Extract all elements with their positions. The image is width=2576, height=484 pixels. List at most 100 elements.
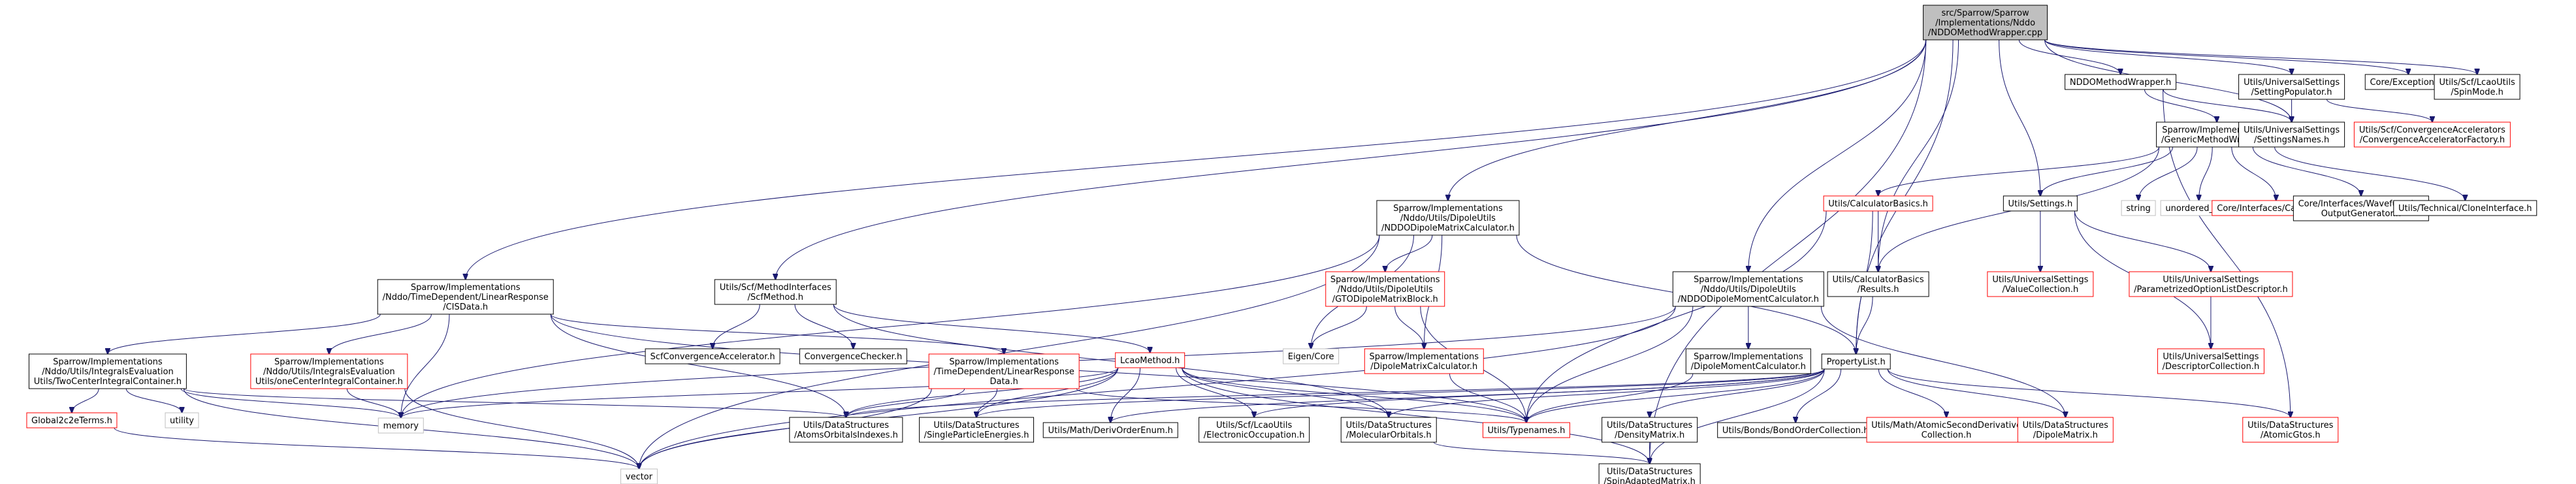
- include-edge-propertylist-to-spinadapt: [1650, 368, 1825, 464]
- node-box: [2238, 74, 2345, 100]
- include-edge-scfmi-to-convchk: [794, 304, 853, 349]
- include-edge-generic-to-calcbasics: [1878, 146, 2160, 196]
- node-box: [1376, 200, 1520, 236]
- include-edge-cis-to-td: [550, 314, 1004, 354]
- include-edge-propertylist-to-elocc: [1254, 368, 1825, 417]
- graph-node-typenames[interactable]: Utils/Typenames.h: [1482, 422, 1570, 438]
- include-edge-propertylist-to-molorb: [1389, 368, 1825, 417]
- graph-node-dipmom[interactable]: Sparrow/Implementations/Nddo/Utils/Dipol…: [1672, 271, 1824, 307]
- include-edge-onecenter-to-vector: [404, 388, 639, 469]
- graph-node-propertylist[interactable]: PropertyList.h: [1821, 353, 1891, 370]
- graph-node-eigen: Eigen/Core: [1283, 348, 1340, 364]
- graph-node-spinmode[interactable]: Utils/Scf/LcaoUtils/SpinMode.h: [2434, 74, 2520, 100]
- graph-node-convchk[interactable]: ConvergenceChecker.h: [799, 348, 907, 364]
- graph-node-root[interactable]: src/Sparrow/Sparrow/Implementations/Nddo…: [1923, 5, 2048, 40]
- graph-node-settpop[interactable]: Utils/UniversalSettings/SettingPopulator…: [2238, 74, 2345, 100]
- node-box: [1042, 422, 1178, 438]
- include-edge-generic-to-clone: [2274, 146, 2466, 201]
- graph-node-densmat[interactable]: Utils/DataStructures/DensityMatrix.h: [1602, 417, 1698, 443]
- graph-node-lcao[interactable]: LcaoMethod.h: [1115, 352, 1185, 368]
- node-label-line: Utils/Scf/ConvergenceAccelerators: [2359, 125, 2505, 135]
- graph-node-convacc[interactable]: Utils/Scf/ConvergenceAccelerators/Conver…: [2353, 121, 2511, 148]
- node-label-line: /ScfMethod.h: [748, 293, 803, 302]
- graph-node-scfmi[interactable]: Utils/Scf/MethodInterfaces/ScfMethod.h: [714, 279, 837, 305]
- node-box: [919, 417, 1035, 443]
- node-label-line: /SingleParticleEnergies.h: [924, 430, 1029, 440]
- graph-node-nddowrap[interactable]: NDDOMethodWrapper.h: [2065, 74, 2177, 90]
- node-box: [2157, 348, 2264, 374]
- node-label-line: Sparrow/Implementations: [949, 357, 1059, 367]
- node-label-line: Utils/DataStructures: [2247, 421, 2334, 430]
- graph-node-molorb[interactable]: Utils/DataStructures/MolecularOrbitals.h: [1340, 417, 1437, 443]
- include-edge-settings-to-paramopt: [2074, 210, 2211, 272]
- node-label-line: /SettingPopulator.h: [2251, 88, 2332, 97]
- graph-node-paramopt[interactable]: Utils/UniversalSettings/ParametrizedOpti…: [2129, 271, 2293, 297]
- node-label-line: Utils/Scf/MethodInterfaces: [720, 283, 831, 293]
- include-edge-spdipmomcalc-to-typenames: [1526, 373, 1694, 423]
- include-edge-lcao-to-spinadapt: [1182, 367, 1650, 464]
- include-edge-propertylist-to-atomsec: [1878, 368, 1946, 417]
- node-label-line: Utils/DataStructures: [2023, 421, 2109, 430]
- graph-node-dipmat[interactable]: Sparrow/Implementations/Nddo/Utils/Dipol…: [1376, 200, 1520, 236]
- graph-node-aoidx[interactable]: Utils/DataStructures/AtomsOrbitalsIndexe…: [789, 417, 903, 443]
- node-label-line: Utils/Technical/CloneInterface.h: [2398, 204, 2532, 214]
- include-edge-root-to-cis: [466, 39, 1927, 280]
- include-edge-scfmi-to-molorb: [833, 304, 1389, 417]
- graph-node-settnames[interactable]: Utils/UniversalSettings/SettingsNames.h: [2238, 121, 2345, 148]
- node-box: [2003, 195, 2078, 212]
- node-label-line: Global2c2eTerms.h: [31, 416, 112, 426]
- include-edge-twocenter-to-global2c: [72, 388, 99, 413]
- node-box: [1823, 195, 1933, 212]
- include-edge-scfmi-to-scfconv: [713, 304, 760, 349]
- node-label-line: /Nddo/Utils/IntegralsEvaluation: [42, 367, 174, 377]
- node-label-line: /Results.h: [1858, 285, 1899, 295]
- graph-node-cis[interactable]: Sparrow/Implementations/Nddo/TimeDepende…: [377, 279, 554, 315]
- graph-node-desccoll[interactable]: Utils/UniversalSettings/DescriptorCollec…: [2157, 348, 2264, 374]
- graph-node-valcoll[interactable]: Utils/UniversalSettings/ValueCollection.…: [1987, 271, 2094, 297]
- node-label-line: /SettingsNames.h: [2254, 135, 2329, 145]
- graph-node-clone[interactable]: Utils/Technical/CloneInterface.h: [2393, 200, 2537, 216]
- node-label-line: vector: [626, 472, 653, 482]
- graph-node-global2c[interactable]: Global2c2eTerms.h: [26, 412, 118, 428]
- node-box: [2121, 200, 2156, 216]
- graph-node-atomicgtos[interactable]: Utils/DataStructures/AtomicGtos.h: [2242, 417, 2339, 443]
- include-edge-dipmom-to-dipmatrix: [1820, 306, 2065, 417]
- graph-node-td[interactable]: Sparrow/Implementations/TimeDependent/Li…: [928, 353, 1080, 389]
- graph-node-spdipmomcalc[interactable]: Sparrow/Implementations/DipoleMomentCalc…: [1685, 348, 1811, 374]
- node-box: [2353, 121, 2511, 148]
- include-edge-molorb-to-spinadapt: [1433, 442, 1649, 464]
- include-edge-td-to-aoidx: [846, 388, 965, 417]
- node-box: [620, 468, 658, 484]
- node-label-line: Utils/CalculatorBasics: [1832, 275, 1924, 285]
- include-edge-lcao-to-typenames: [1182, 367, 1526, 423]
- include-edge-dipmom-to-typenames: [1526, 306, 1694, 423]
- node-label-line: Sparrow/Implementations: [1393, 204, 1503, 214]
- include-edge-root-to-scfmi: [775, 39, 1927, 280]
- graph-node-gto[interactable]: Sparrow/Implementations/Nddo/Utils/Dipol…: [1325, 271, 1445, 307]
- graph-node-spe[interactable]: Utils/DataStructures/SingleParticleEnerg…: [919, 417, 1035, 443]
- graph-node-dipmatrix[interactable]: Utils/DataStructures/DipoleMatrix.h: [2017, 417, 2114, 443]
- graph-node-twocenter[interactable]: Sparrow/Implementations/Nddo/Utils/Integ…: [28, 353, 187, 389]
- node-label-line: Utils/Math/DerivOrderEnum.h: [1048, 426, 1173, 436]
- node-box: [1827, 271, 1929, 297]
- node-label-line: /NDDODipoleMatrixCalculator.h: [1381, 223, 1515, 233]
- include-edge-twocenter-to-memory: [180, 388, 401, 418]
- node-label-line: Utils/Scf/LcaoUtils: [1216, 421, 1292, 430]
- node-label-line: ScfConvergenceAccelerator.h: [650, 352, 775, 362]
- include-edge-results-to-propertylist: [1856, 296, 1873, 354]
- graph-node-vector: vector: [620, 468, 658, 484]
- graph-node-elocc[interactable]: Utils/Scf/LcaoUtils/ElectronicOccupation…: [1199, 417, 1310, 443]
- node-label-line: Collection.h: [1922, 430, 1972, 440]
- graph-node-coreexc[interactable]: Core/Exceptions.h: [2364, 74, 2452, 90]
- graph-node-calcbasics[interactable]: Utils/CalculatorBasics.h: [1823, 195, 1933, 212]
- graph-node-results[interactable]: Utils/CalculatorBasics/Results.h: [1827, 271, 1929, 297]
- node-label-line: Data.h: [990, 377, 1018, 387]
- graph-node-derivenum[interactable]: Utils/Math/DerivOrderEnum.h: [1042, 422, 1178, 438]
- graph-node-scfconv[interactable]: ScfConvergenceAccelerator.h: [645, 348, 781, 364]
- graph-node-settings[interactable]: Utils/Settings.h: [2003, 195, 2078, 212]
- graph-node-atomsec[interactable]: Utils/Math/AtomicSecondDerivativeCollect…: [1866, 417, 2027, 443]
- graph-node-spinadapt[interactable]: Utils/DataStructures/SpinAdaptedMatrix.h: [1598, 463, 1701, 484]
- graph-node-spdipcalc[interactable]: Sparrow/Implementations/DipoleMatrixCalc…: [1364, 348, 1484, 374]
- graph-node-onecenter[interactable]: Sparrow/Implementations/Nddo/Utils/Integ…: [250, 353, 408, 389]
- graph-node-bondcoll[interactable]: Utils/Bonds/BondOrderCollection.h: [1717, 422, 1875, 438]
